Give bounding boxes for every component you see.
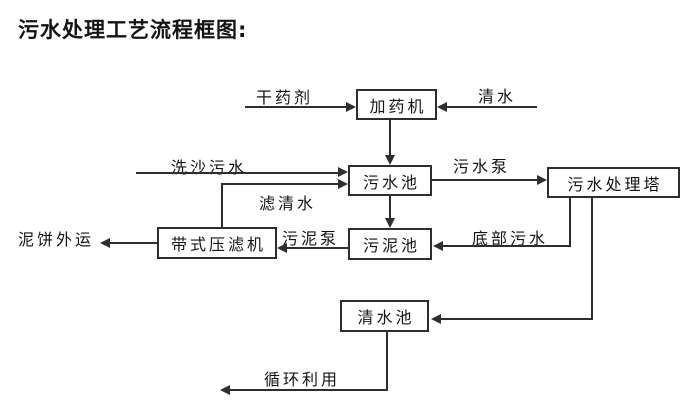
flow-dry-chemical-line	[245, 106, 346, 108]
node-sludge-pool: 污泥池	[348, 228, 432, 260]
flow-filtered-water-riser	[221, 184, 223, 227]
flow-recycle-riser	[386, 332, 388, 391]
node-dosing-machine: 加药机	[356, 89, 437, 120]
label-bottom-sewage: 底部污水	[472, 229, 549, 248]
label-clean-water: 清水	[478, 87, 517, 106]
arrowhead-down-icon	[385, 218, 395, 228]
arrowhead-right-icon	[338, 167, 348, 177]
label-mud-cake-outbound: 泥饼外运	[18, 230, 95, 249]
node-clean-water-pool: 清水池	[340, 300, 429, 332]
flow-tower-to-clean-pool-line	[441, 318, 593, 320]
flow-clean-water-line	[447, 106, 537, 108]
arrowhead-down-icon	[385, 155, 395, 165]
flow-mud-cake-line	[110, 242, 157, 244]
node-sewage-pool: 污水池	[348, 165, 432, 196]
node-sewage-treatment-tower: 污水处理塔	[547, 167, 680, 198]
flow-filtered-water-line	[221, 183, 338, 185]
flow-bottom-sewage-line	[443, 245, 571, 247]
label-filtered-water: 滤清水	[259, 194, 317, 213]
label-sewage-pump: 污水泵	[453, 157, 511, 176]
flow-bottom-sewage-riser	[569, 198, 571, 247]
flow-sand-washing-line	[136, 172, 338, 174]
label-recycle-use: 循环利用	[264, 370, 341, 389]
arrowhead-right-icon	[537, 175, 547, 185]
flow-dosing-to-sewage-line	[389, 120, 391, 156]
flow-tower-to-clean-pool-riser	[591, 198, 593, 320]
arrowhead-right-icon	[338, 179, 348, 189]
node-belt-filter-press: 带式压滤机	[157, 227, 277, 259]
arrowhead-left-icon	[437, 102, 447, 112]
label-dry-chemical: 干药剂	[256, 88, 314, 107]
flow-recycle-line	[230, 389, 388, 391]
arrowhead-left-icon	[220, 385, 230, 395]
arrowhead-left-icon	[100, 238, 110, 248]
arrowhead-left-icon	[431, 314, 441, 324]
arrowhead-left-icon	[277, 243, 287, 253]
label-sludge-pump: 污泥泵	[282, 229, 340, 248]
diagram-title: 污水处理工艺流程框图:	[18, 18, 248, 42]
flow-sewage-to-sludge-line	[389, 196, 391, 218]
arrowhead-right-icon	[346, 102, 356, 112]
flow-sewage-pump-line	[432, 179, 537, 181]
arrowhead-left-icon	[433, 241, 443, 251]
label-sand-washing-sewage: 洗沙污水	[171, 158, 248, 177]
flow-sludge-pump-line	[287, 247, 348, 249]
